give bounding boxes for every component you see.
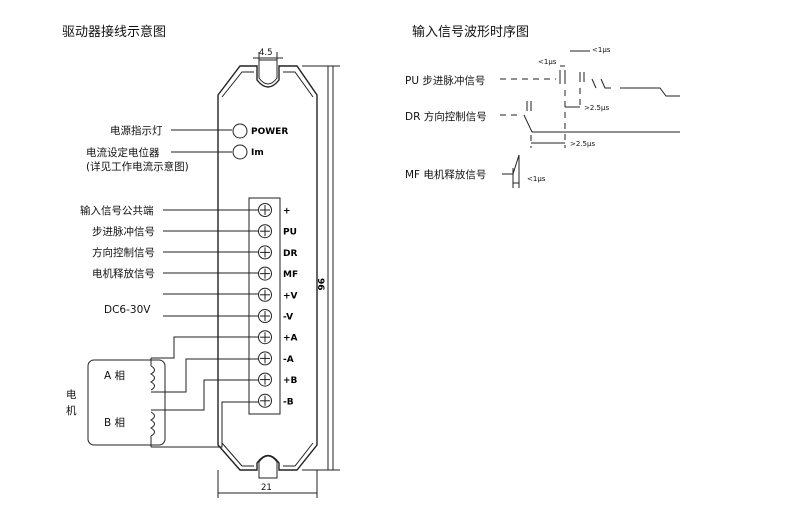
label-power-light: 电源指示灯	[110, 124, 163, 137]
terminal-row: MF	[258, 266, 298, 281]
terminal-row: +V	[258, 287, 298, 302]
driver-body	[217, 59, 318, 479]
terminal-screw	[258, 393, 272, 408]
timing-pu-label: PU 步进脉冲信号	[405, 74, 485, 87]
motor-box: A 相 B 相	[87, 358, 166, 447]
terminal-row: -B	[258, 393, 294, 408]
terminal-screw	[258, 287, 272, 302]
dim-height-label: 96	[315, 278, 325, 291]
timing-1us-c: <1μs	[527, 175, 546, 183]
label-dir-signal: 方向控制信号	[92, 246, 155, 259]
label-input-common: 输入信号公共端	[80, 204, 154, 217]
label-dc-supply: DC6-30V	[104, 304, 151, 316]
label-motor-2: 机	[66, 404, 77, 417]
terminal-row: +A	[258, 330, 298, 345]
power-indicator-label: POWER	[251, 127, 288, 137]
terminal-row: PU	[258, 224, 297, 239]
terminal-row: -A	[258, 351, 294, 366]
terminal-row: -V	[258, 309, 293, 323]
dim-bottom-label: 21	[261, 483, 272, 493]
timing-1us-b: <1μs	[538, 58, 557, 66]
terminal-label: DR	[283, 249, 297, 259]
terminal-label: +	[283, 207, 291, 217]
terminal-label: -V	[283, 313, 293, 323]
terminal-label: -B	[283, 397, 294, 407]
power-indicator: POWER	[232, 123, 288, 139]
terminal-screw	[258, 266, 272, 281]
label-phase-a: A 相	[104, 369, 125, 382]
dim-height: 96	[302, 65, 340, 471]
label-current-pot-1: 电流设定电位器	[86, 146, 160, 159]
wiring-title: 驱动器接线示意图	[62, 24, 166, 40]
timing-25us-a: >2.5μs	[584, 104, 609, 112]
current-potentiometer: Im	[232, 144, 264, 160]
label-step-signal: 步进脉冲信号	[92, 225, 155, 238]
terminal-label: +B	[283, 376, 298, 386]
terminal-screw	[258, 351, 272, 366]
terminal-row: DR	[258, 245, 297, 260]
timing-annotations: <1μs <1μs >2.5μs >2.5μs <1μs	[513, 46, 611, 184]
terminal-row: +B	[258, 372, 298, 387]
terminal-label: MF	[283, 270, 298, 280]
terminal-label: +V	[283, 291, 298, 301]
terminal-label: PU	[283, 228, 297, 238]
timing-dr-label: DR 方向控制信号	[405, 110, 487, 123]
pu-waveform	[500, 70, 680, 97]
terminal-label: +A	[283, 334, 298, 344]
terminal-block: + PU DR MF +V -V +A -A +B -B	[248, 197, 298, 415]
terminal-row: +	[258, 203, 291, 217]
timing-25us-b: >2.5μs	[570, 140, 595, 148]
im-indicator-label: Im	[251, 148, 264, 158]
label-motor-1: 电	[66, 388, 77, 401]
dim-top: 4.5	[253, 48, 283, 62]
timing-1us-a: <1μs	[592, 46, 611, 54]
label-release-signal: 电机释放信号	[92, 267, 155, 280]
dim-bottom: 21	[217, 470, 318, 498]
label-current-pot-2: (详见工作电流示意图)	[86, 160, 189, 173]
dr-waveform	[500, 88, 680, 148]
terminal-label: -A	[283, 355, 294, 365]
timing-mf-label: MF 电机释放信号	[405, 168, 486, 181]
label-phase-b: B 相	[104, 416, 125, 429]
dim-top-label: 4.5	[259, 48, 273, 58]
timing-title: 输入信号波形时序图	[412, 24, 529, 40]
